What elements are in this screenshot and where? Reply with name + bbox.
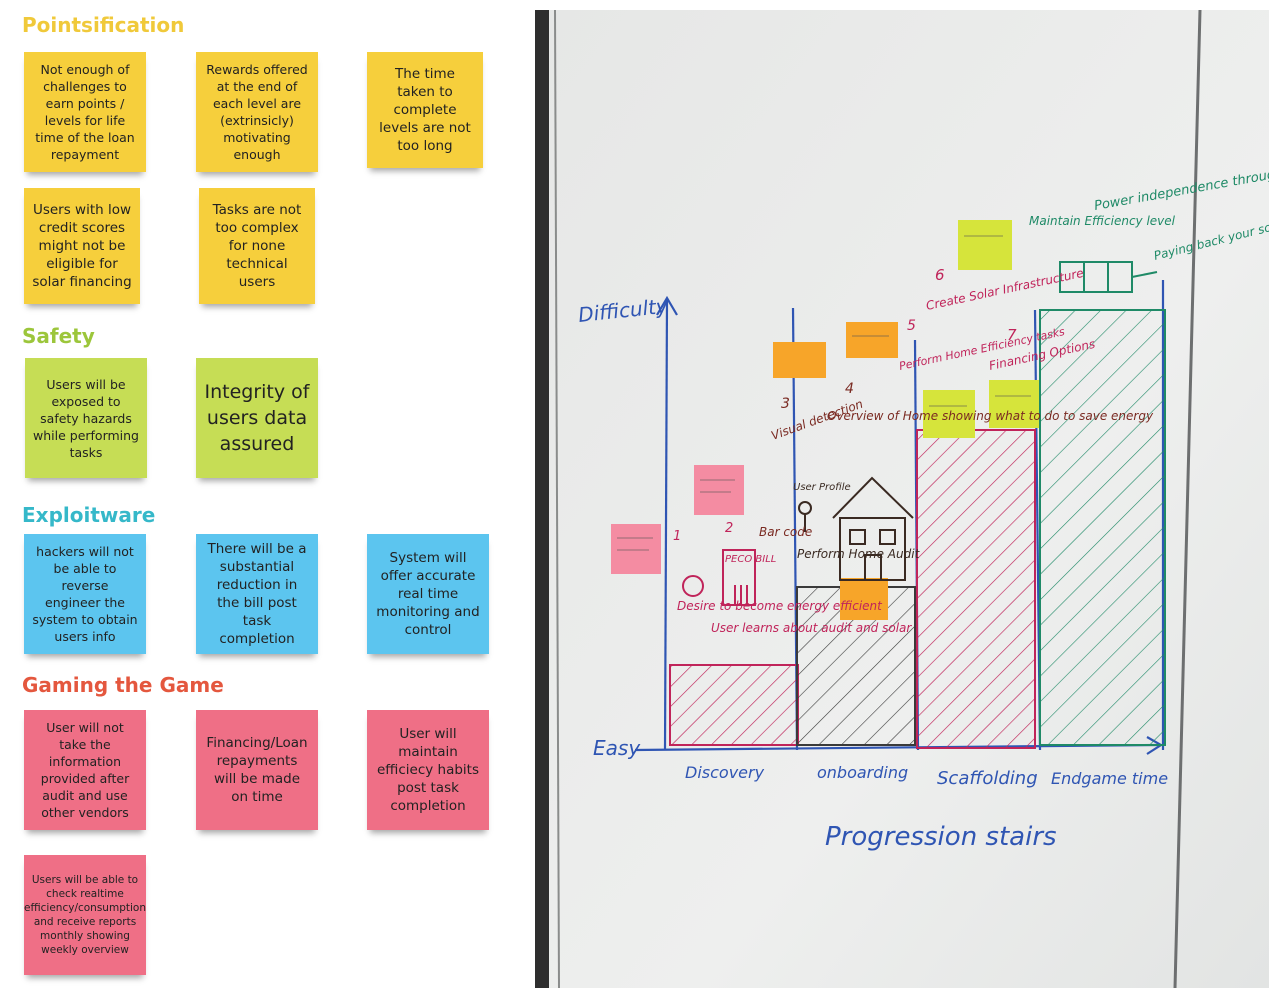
sticky-note[interactable]: System will offer accurate real time mon… xyxy=(367,534,489,654)
sticky-note[interactable]: Users will be exposed to safety hazards … xyxy=(25,358,147,478)
house-sketch xyxy=(798,476,914,581)
step-text: Perform Home Audit xyxy=(797,547,921,561)
section-title-pointsification: Pointsification xyxy=(22,13,185,37)
y-axis-low-label: Easy xyxy=(593,736,641,760)
section-title-gaming-the-game: Gaming the Game xyxy=(22,673,224,697)
stage-discovery: Discovery xyxy=(685,763,765,782)
step-text: PECO BILL xyxy=(725,554,776,565)
board-sticky-notes xyxy=(611,220,1039,620)
step-number: 2 xyxy=(725,521,733,536)
step-number: 5 xyxy=(907,318,916,334)
sticky-note[interactable]: User will not take the information provi… xyxy=(24,710,146,830)
sticky-note[interactable]: User will maintain efficiecy habits post… xyxy=(367,710,489,830)
step-number: 1 xyxy=(673,529,681,544)
x-axis-title: Progression stairs xyxy=(825,822,1057,852)
stage-onboarding: onboarding xyxy=(817,763,908,782)
section-title-exploitware: Exploitware xyxy=(22,503,156,527)
sticky-note[interactable]: Users will be able to check realtime eff… xyxy=(24,855,146,975)
step-number: 3 xyxy=(781,396,790,412)
sticky-note[interactable]: Tasks are not too complex for none techn… xyxy=(199,188,315,304)
sticky-note[interactable]: hackers will not be able to reverse engi… xyxy=(24,534,146,654)
step-text: Desire to become energy efficient xyxy=(677,599,883,613)
sticky-note[interactable]: Rewards offered at the end of each level… xyxy=(196,52,318,172)
sticky-note[interactable]: Users with low credit scores might not b… xyxy=(24,188,140,304)
sticky-note[interactable]: Integrity of users data assured xyxy=(196,358,318,478)
sticky-note[interactable]: Financing/Loan repayments will be made o… xyxy=(196,710,318,830)
whiteboard-photo: Difficulty Easy Discovery onboarding Sca… xyxy=(535,10,1269,988)
sticky-note[interactable]: The time taken to complete levels are no… xyxy=(367,52,483,168)
step-text: Bar code xyxy=(759,525,812,539)
section-title-safety: Safety xyxy=(22,324,95,348)
step-text: Maintain Efficiency level xyxy=(1029,214,1176,228)
step-text: Overview of Home showing what to do to s… xyxy=(827,409,1154,423)
step-text: User learns about audit and solar xyxy=(711,621,912,635)
step-number: 4 xyxy=(845,381,854,397)
stage-scaffolding: Scaffolding xyxy=(937,768,1038,789)
stage-endgame: Endgame time xyxy=(1051,769,1168,788)
step-text: User Profile xyxy=(793,482,851,493)
step-number: 7 xyxy=(1007,326,1017,344)
step-number: 6 xyxy=(935,266,945,284)
sticky-note[interactable]: There will be a substantial reduction in… xyxy=(196,534,318,654)
sticky-note[interactable]: Not enough of challenges to earn points … xyxy=(24,52,146,172)
